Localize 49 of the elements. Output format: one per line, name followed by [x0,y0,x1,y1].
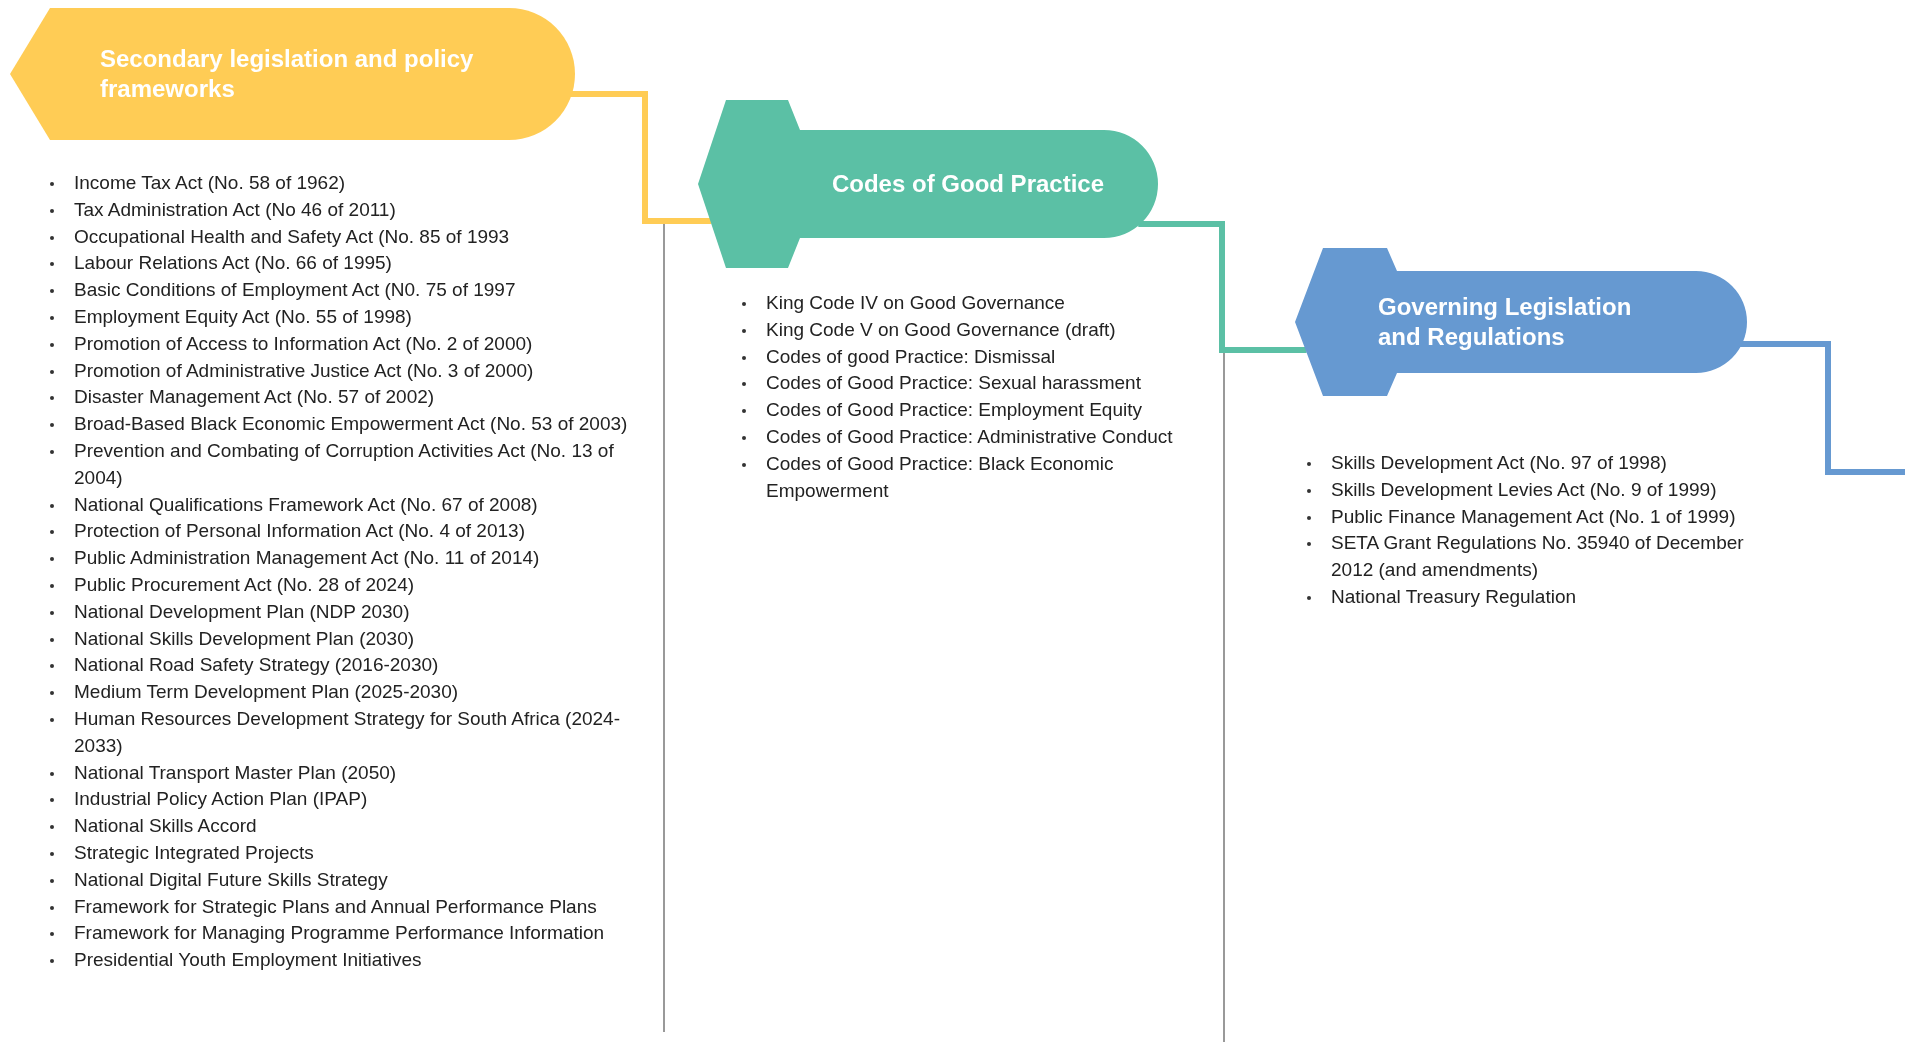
list-item: Public Finance Management Act (No. 1 of 1999) [1331,504,1736,529]
list-item: Framework for Strategic Plans and Annual Performance Plans [74,894,597,919]
list-item: National Transport Master Plan (2050) [74,760,397,785]
list-item: Codes of good Practice: Dismissal [766,344,1056,369]
list-item: Skills Development Levies Act (No. 9 of 1999) [1331,477,1717,502]
banner-title: Codes of Good Practice [830,169,1106,199]
list-item: Protection of Personal Information Act (No. 4 of 2013) [74,519,525,544]
list-item: Public Procurement Act (No. 28 of 2024) [74,572,415,597]
banner-shape [698,100,1158,268]
list-item: Strategic Integrated Projects [74,840,314,865]
list-item: Presidential Youth Employment Initiatives [74,948,422,973]
list-item: National Qualifications Framework Act (No. 67 of 2008) [74,492,538,517]
list-item: Codes of Good Practice: Employment Equity [766,398,1142,423]
list-item: National Development Plan (NDP 2030) [74,599,410,624]
connector-line [1740,341,1905,475]
list-item: Framework for Managing Programme Performance Information [74,921,605,946]
banner-shape [10,8,575,140]
list-item: Promotion of Access to Information Act (No. 2 of 2000) [74,331,533,356]
connector-line [569,91,712,224]
list-item: Labour Relations Act (No. 66 of 1995) [74,251,392,276]
list-item: Promotion of Administrative Justice Act (No. 3 of 2000) [74,358,534,383]
list-item: Tax Administration Act (No 46 of 2011) [74,197,396,222]
banner-title: Governing Legislation and Regulations [1378,292,1633,352]
list-item: Employment Equity Act (No. 55 of 1998) [74,305,412,329]
list-item: National Digital Future Skills Strategy [74,867,388,892]
list-item: Income Tax Act (No. 58 of 1962) [74,171,346,195]
banner-title: Secondary legislation and policy frameworks [100,44,475,104]
list-item: King Code V on Good Governance (draft) [766,317,1116,342]
list-item: Codes of Good Practice: Black Economic Empowerment [766,451,1115,503]
list-item: Medium Term Development Plan (2025-2030) [74,680,459,705]
list-item: Human Resources Development Strategy for South Africa (2024-2033) [74,706,621,758]
list-item: Broad-Based Black Economic Empowerment Act (No. 53 of 2003) [74,412,628,437]
banner-shape [1295,248,1747,396]
list-item: Occupational Health and Safety Act (No. 85 of 1993 [74,224,510,249]
list-item: National Skills Development Plan (2030) [74,626,415,651]
list-item: National Road Safety Strategy (2016-2030) [74,653,439,678]
list-item: Basic Conditions of Employment Act (N0. 75 of 1997 [74,278,516,303]
list-item: Codes of Good Practice: Sexual harassment [766,371,1141,396]
list-item: Public Administration Management Act (No. 11 of 2014) [74,546,540,571]
list-item: Codes of Good Practice: Administrative Conduct [766,425,1173,449]
list-item: Disaster Management Act (No. 57 of 2002) [74,385,435,410]
list-item: Prevention and Combating of Corruption Activities Act (No. 13 of 2004) [74,438,615,490]
connector-line [1138,221,1307,353]
list-item: King Code IV on Good Governance [766,291,1065,315]
list-item: SETA Grant Regulations No. 35940 of December 2012 (and amendments) [1331,531,1745,583]
list-item: Skills Development Act (No. 97 of 1998) [1331,451,1667,475]
list-item: National Treasury Regulation [1331,585,1577,609]
list-item: National Skills Accord [74,814,257,839]
list-item: Industrial Policy Action Plan (IPAP) [74,787,368,812]
